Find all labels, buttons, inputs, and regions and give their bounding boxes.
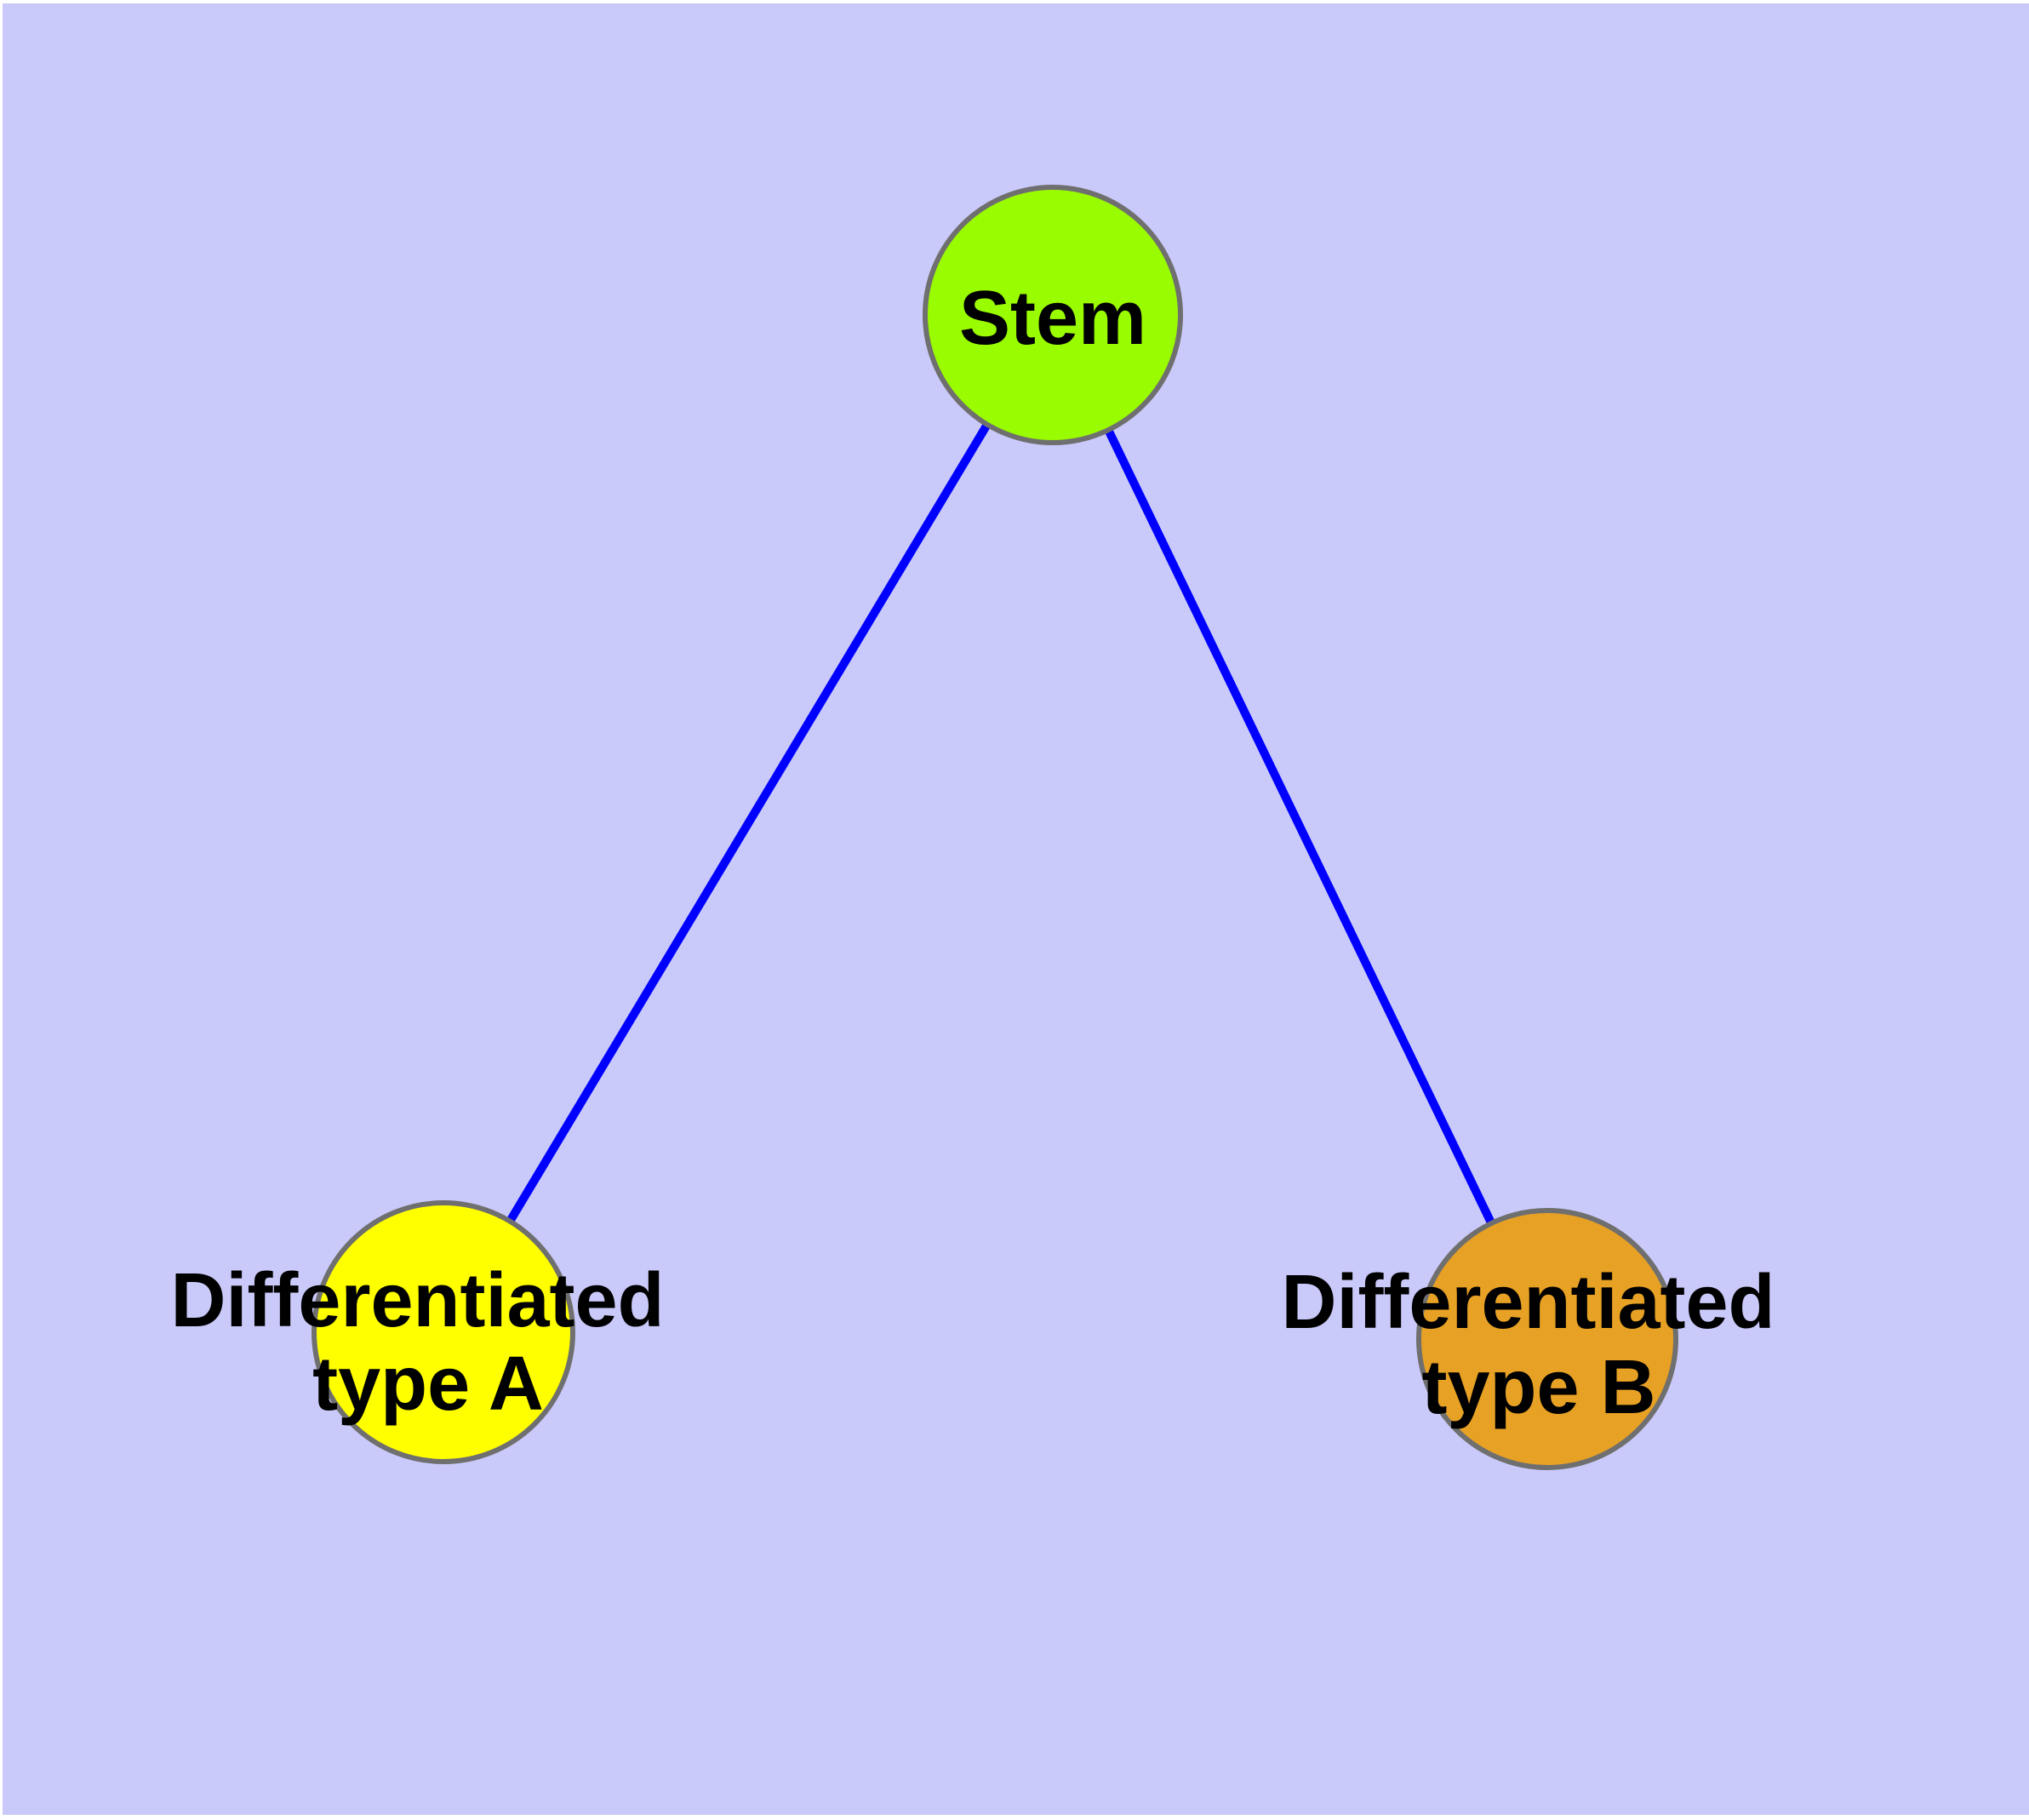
- node-type-a-label-line2: type A: [312, 1342, 544, 1427]
- edge-stem-to-type-a: [439, 312, 1057, 1335]
- node-type-a-label-line1: Differentiated: [170, 1258, 664, 1343]
- node-stem: [923, 185, 1183, 445]
- node-differentiated-type-a: [311, 1200, 575, 1464]
- node-type-b-label-line2: type B: [1421, 1345, 1655, 1430]
- node-stem-label: Stem: [959, 276, 1146, 361]
- node-type-a-label: Differentiated type A: [170, 1258, 685, 1427]
- edge-stem-to-type-b: [1049, 312, 1552, 1342]
- node-type-b-label-line1: Differentiated: [1281, 1260, 1775, 1345]
- node-differentiated-type-b: [1416, 1208, 1678, 1470]
- node-type-b-label: Differentiated type B: [1281, 1260, 1796, 1430]
